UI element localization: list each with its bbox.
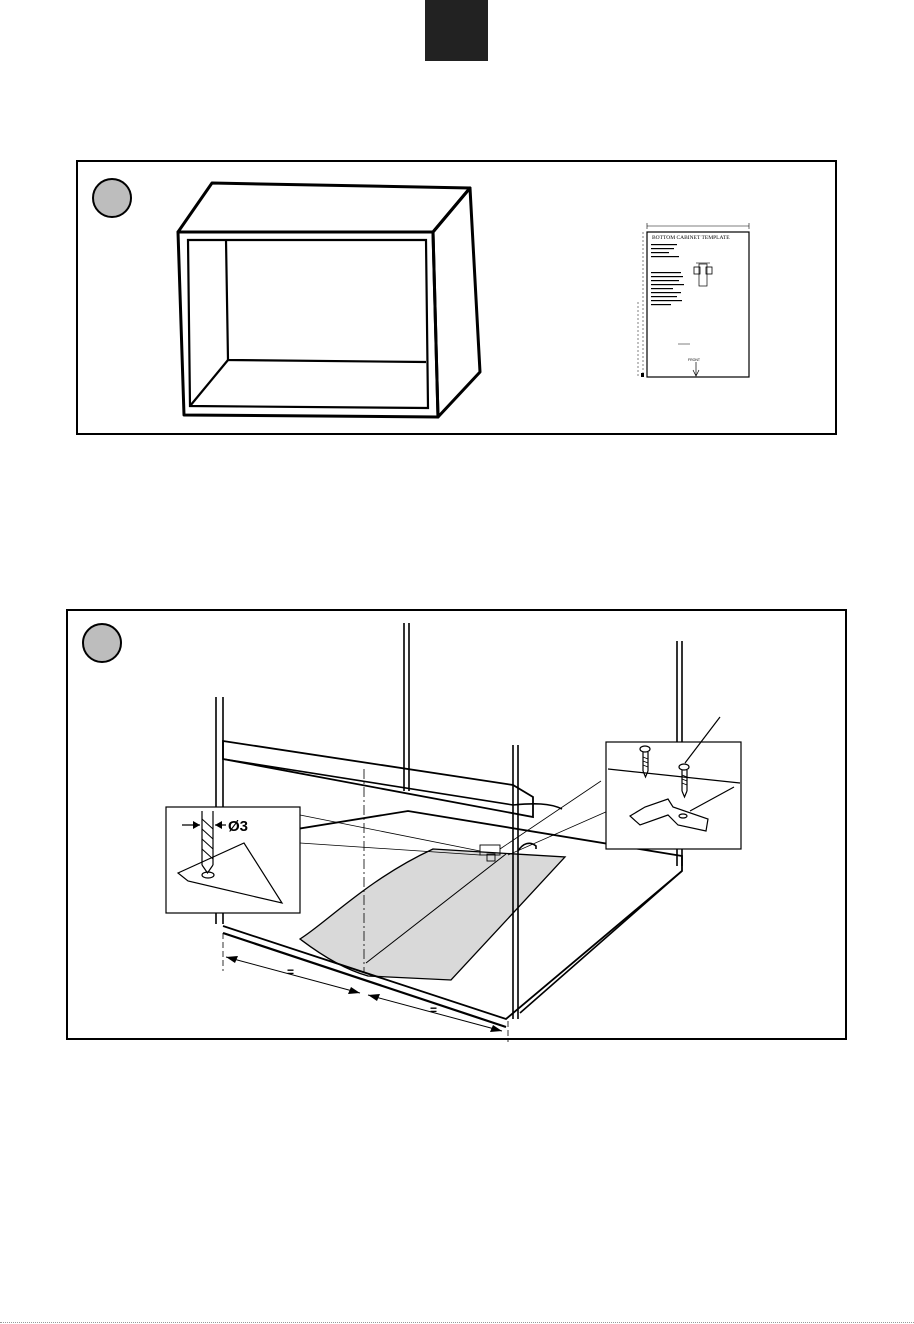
page-tab-marker xyxy=(425,0,488,61)
template-sheet-illustration: BOTTOM CABINET TEMPLATE FRONT xyxy=(78,162,839,437)
drill-diameter-label: Ø3 xyxy=(228,818,248,835)
figure-2-template-installation: Ø3 xyxy=(66,609,847,1040)
template-front-label: FRONT xyxy=(688,358,701,362)
figure-1-cabinet-and-template: BOTTOM CABINET TEMPLATE FRONT xyxy=(76,160,837,435)
cabinet-installation-illustration: Ø3 xyxy=(68,611,849,1042)
template-paper xyxy=(300,849,565,980)
page-bottom-edge xyxy=(0,1322,914,1323)
drill-detail-inset: Ø3 xyxy=(166,807,300,913)
template-heading: BOTTOM CABINET TEMPLATE xyxy=(652,235,730,241)
dimension-equal-left: = xyxy=(287,965,294,979)
shelf-board xyxy=(223,741,533,817)
dimension-equal-right: = xyxy=(430,1003,437,1017)
bracket-detail-inset xyxy=(606,717,741,849)
